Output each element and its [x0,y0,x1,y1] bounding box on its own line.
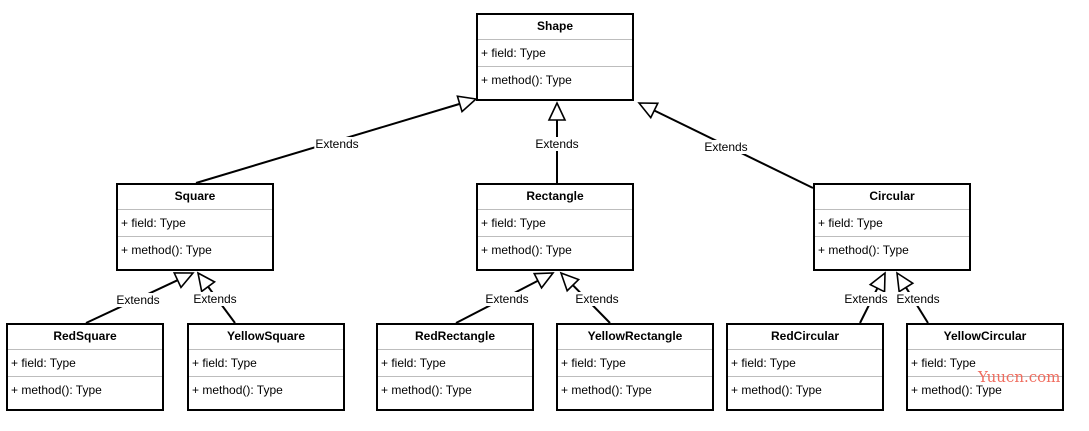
class-square[interactable]: Square + field: Type + method(): Type [116,183,274,271]
class-method: + method(): Type [192,383,283,397]
class-field: + field: Type [908,350,1062,377]
edge-label: Extends [484,292,530,306]
edge-label: Extends [843,292,889,306]
class-field: + field: Type [118,210,272,237]
edge-label: Extends [192,292,238,306]
inheritance-arrowhead [456,95,478,113]
class-field: + field: Type [815,210,969,237]
edge-label: Extends [703,140,749,154]
class-red-circular[interactable]: RedCircular + field: Type + method(): Ty… [726,323,884,411]
class-field: + field: Type [189,350,343,377]
class-method: + method(): Type [481,73,572,87]
class-method: + method(): Type [561,383,652,397]
class-red-rectangle[interactable]: RedRectangle + field: Type + method(): T… [376,323,534,411]
class-name: Shape [478,15,632,40]
class-name: RedCircular [728,325,882,350]
inheritance-arrowhead [896,271,915,294]
class-field: + field: Type [378,350,532,377]
class-method: + method(): Type [121,243,212,257]
class-method: + method(): Type [381,383,472,397]
class-method: + method(): Type [818,243,909,257]
class-field: + field: Type [478,40,632,67]
class-yellow-square[interactable]: YellowSquare + field: Type + method(): T… [187,323,345,411]
class-name: YellowRectangle [558,325,712,350]
class-method: + method(): Type [731,383,822,397]
class-name: RedRectangle [378,325,532,350]
class-rectangle[interactable]: Rectangle + field: Type + method(): Type [476,183,634,271]
class-method: + method(): Type [911,383,1002,397]
watermark: Yuucn.com [978,368,1061,386]
inheritance-arrowhead [559,271,581,293]
inheritance-arrowhead [532,272,555,290]
edge-label: Extends [115,293,161,307]
class-field: + field: Type [728,350,882,377]
class-yellow-circular[interactable]: YellowCircular + field: Type + method():… [906,323,1064,411]
class-yellow-rectangle[interactable]: YellowRectangle + field: Type + method()… [556,323,714,411]
edge-label: Extends [574,292,620,306]
class-name: YellowSquare [189,325,343,350]
class-field: + field: Type [8,350,162,377]
class-shape[interactable]: Shape + field: Type + method(): Type [476,13,634,101]
inheritance-arrowhead [637,102,660,120]
inheritance-arrowhead [868,271,886,294]
class-field: + field: Type [478,210,632,237]
class-method: + method(): Type [481,243,572,257]
class-name: Square [118,185,272,210]
class-name: Circular [815,185,969,210]
inheritance-arrowhead [172,272,195,289]
class-field: + field: Type [558,350,712,377]
class-name: YellowCircular [908,325,1062,350]
class-name: RedSquare [8,325,162,350]
class-name: Rectangle [478,185,632,210]
class-red-square[interactable]: RedSquare + field: Type + method(): Type [6,323,164,411]
edge-label: Extends [534,137,580,151]
inheritance-arrowhead [547,101,567,121]
inheritance-arrowhead [196,271,217,293]
edge-label: Extends [314,137,360,151]
class-circular[interactable]: Circular + field: Type + method(): Type [813,183,971,271]
class-method: + method(): Type [11,383,102,397]
edge-label: Extends [895,292,941,306]
